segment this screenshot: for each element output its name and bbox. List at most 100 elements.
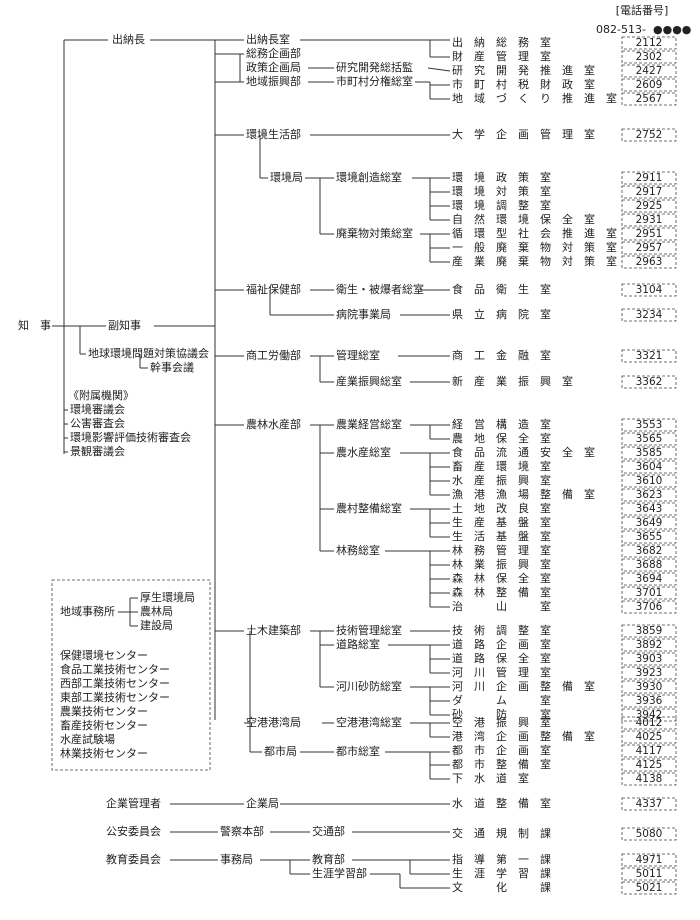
room-label: 商 工 金 融 室 — [452, 348, 551, 362]
phone-number: 2911 — [636, 172, 663, 184]
dept-label: 管理総室 — [336, 348, 380, 362]
regional-center: 林業技術センター — [60, 746, 148, 760]
room-label: 文 化 課 — [452, 880, 551, 894]
phone-box — [621, 572, 677, 586]
phone-box — [621, 78, 677, 92]
room-label: 土 地 改 良 室 — [452, 501, 551, 515]
room-label: 市 町 村 税 財 政 室 — [452, 77, 595, 91]
phone-box — [621, 708, 677, 722]
room-label: 水 道 整 備 室 — [452, 796, 551, 810]
room-label: 都 市 企 画 室 — [452, 743, 551, 757]
phone-number: 3903 — [636, 653, 663, 665]
regional-center: 畜産技術センター — [60, 718, 148, 732]
dept-label: 交通部 — [312, 824, 345, 838]
phone-header-title: [電話番号] — [616, 3, 669, 17]
regional-center: 東部工業技術センター — [60, 690, 170, 704]
room-label: 河 川 企 画 整 備 室 — [452, 679, 595, 693]
phone-box — [621, 185, 677, 199]
regional-office-label: 地域事務所 — [60, 604, 115, 618]
phone-number: 4012 — [636, 717, 663, 729]
regional-center: 西部工業技術センター — [60, 676, 170, 690]
phone-box — [621, 666, 677, 680]
phone-number: 2752 — [636, 129, 663, 141]
phone-number: 3655 — [636, 531, 663, 543]
phone-number: 3688 — [636, 559, 663, 571]
phone-box — [621, 530, 677, 544]
phone-number: 3321 — [636, 350, 663, 362]
regional-box — [51, 579, 211, 771]
phone-number: 3682 — [636, 545, 663, 557]
phone-box — [621, 213, 677, 227]
phone-number: 3643 — [636, 503, 663, 515]
room-label: 自 然 環 境 保 全 室 — [452, 212, 595, 226]
phone-number: 2427 — [636, 65, 663, 77]
room-label: 出 納 総 務 室 — [452, 35, 551, 49]
phone-number: 2925 — [636, 200, 663, 212]
regional-bureau: 農林局 — [140, 604, 173, 618]
dept-label: 農林水産部 — [246, 417, 301, 431]
room-label: 生 活 基 盤 室 — [452, 529, 551, 543]
phone-box — [621, 92, 677, 106]
phone-box — [621, 730, 677, 744]
room-label: 砂 防 室 — [452, 707, 551, 721]
room-label: 県 立 病 院 室 — [452, 307, 551, 321]
room-label: 食 品 流 通 安 全 室 — [452, 445, 595, 459]
phone-number: 3362 — [636, 376, 663, 388]
dept-label: 都市局 — [264, 744, 297, 758]
phone-box — [621, 586, 677, 600]
dept-label: 政策企画局 — [246, 60, 301, 74]
phone-box — [621, 827, 677, 841]
dept-label: 総務企画部 — [246, 46, 301, 60]
room-label: 指 導 第 一 課 — [452, 852, 551, 866]
dept-label: 都市総室 — [336, 744, 380, 758]
phone-number: 3942 — [636, 709, 663, 721]
room-label: 林 務 管 理 室 — [452, 543, 551, 557]
dept-label: 農村整備総室 — [336, 501, 402, 515]
phone-box — [621, 375, 677, 389]
phone-number: 2609 — [636, 79, 663, 91]
dept-label: 空港港湾局 — [246, 715, 301, 729]
phone-box — [621, 227, 677, 241]
room-label: 道 路 保 全 室 — [452, 651, 551, 665]
phone-box — [621, 199, 677, 213]
dept-label: 農業経営総室 — [336, 417, 402, 431]
dept-label: 環境局 — [270, 170, 303, 184]
phone-number: 4025 — [636, 731, 663, 743]
room-label: 漁 港 漁 場 整 備 室 — [452, 487, 595, 501]
phone-box — [621, 128, 677, 142]
phone-number: 5080 — [636, 828, 663, 840]
phone-number: 4337 — [636, 798, 663, 810]
dept-label: 病院事業局 — [336, 307, 391, 321]
room-label: 研 究 開 発 推 進 室 — [452, 63, 595, 77]
phone-box — [621, 308, 677, 322]
phone-number: 3859 — [636, 625, 663, 637]
dept-label: 研究開発総括監 — [336, 60, 413, 74]
phone-number: 2302 — [636, 51, 663, 63]
dept-label: 出納長 — [112, 32, 145, 46]
phone-number: 3694 — [636, 573, 663, 585]
dept-label: 商工労働部 — [246, 348, 301, 362]
phone-box — [621, 349, 677, 363]
phone-box — [621, 716, 677, 730]
phone-box — [621, 283, 677, 297]
room-label: 環 境 調 整 室 — [452, 198, 551, 212]
phone-number: 2951 — [636, 228, 663, 240]
dept-label: 市町村分権総室 — [336, 74, 413, 88]
dept-label: 農水産総室 — [336, 445, 391, 459]
phone-number: 3623 — [636, 489, 663, 501]
phone-box — [621, 488, 677, 502]
room-label: 食 品 衛 生 室 — [452, 282, 551, 296]
phone-number: 4971 — [636, 854, 663, 866]
phone-number: 3649 — [636, 517, 663, 529]
dept-label: 地域振興部 — [246, 74, 301, 88]
dept-label: 道路総室 — [336, 637, 380, 651]
room-label: 水 産 振 興 室 — [452, 473, 551, 487]
vice-governor-label: 副知事 — [108, 318, 141, 332]
connector-lines — [52, 39, 451, 889]
attached-item: 公害審査会 — [70, 416, 125, 430]
room-label: 治 山 室 — [452, 599, 551, 613]
phone-number: 3923 — [636, 667, 663, 679]
phone-box — [621, 680, 677, 694]
phone-number: 2963 — [636, 256, 663, 268]
